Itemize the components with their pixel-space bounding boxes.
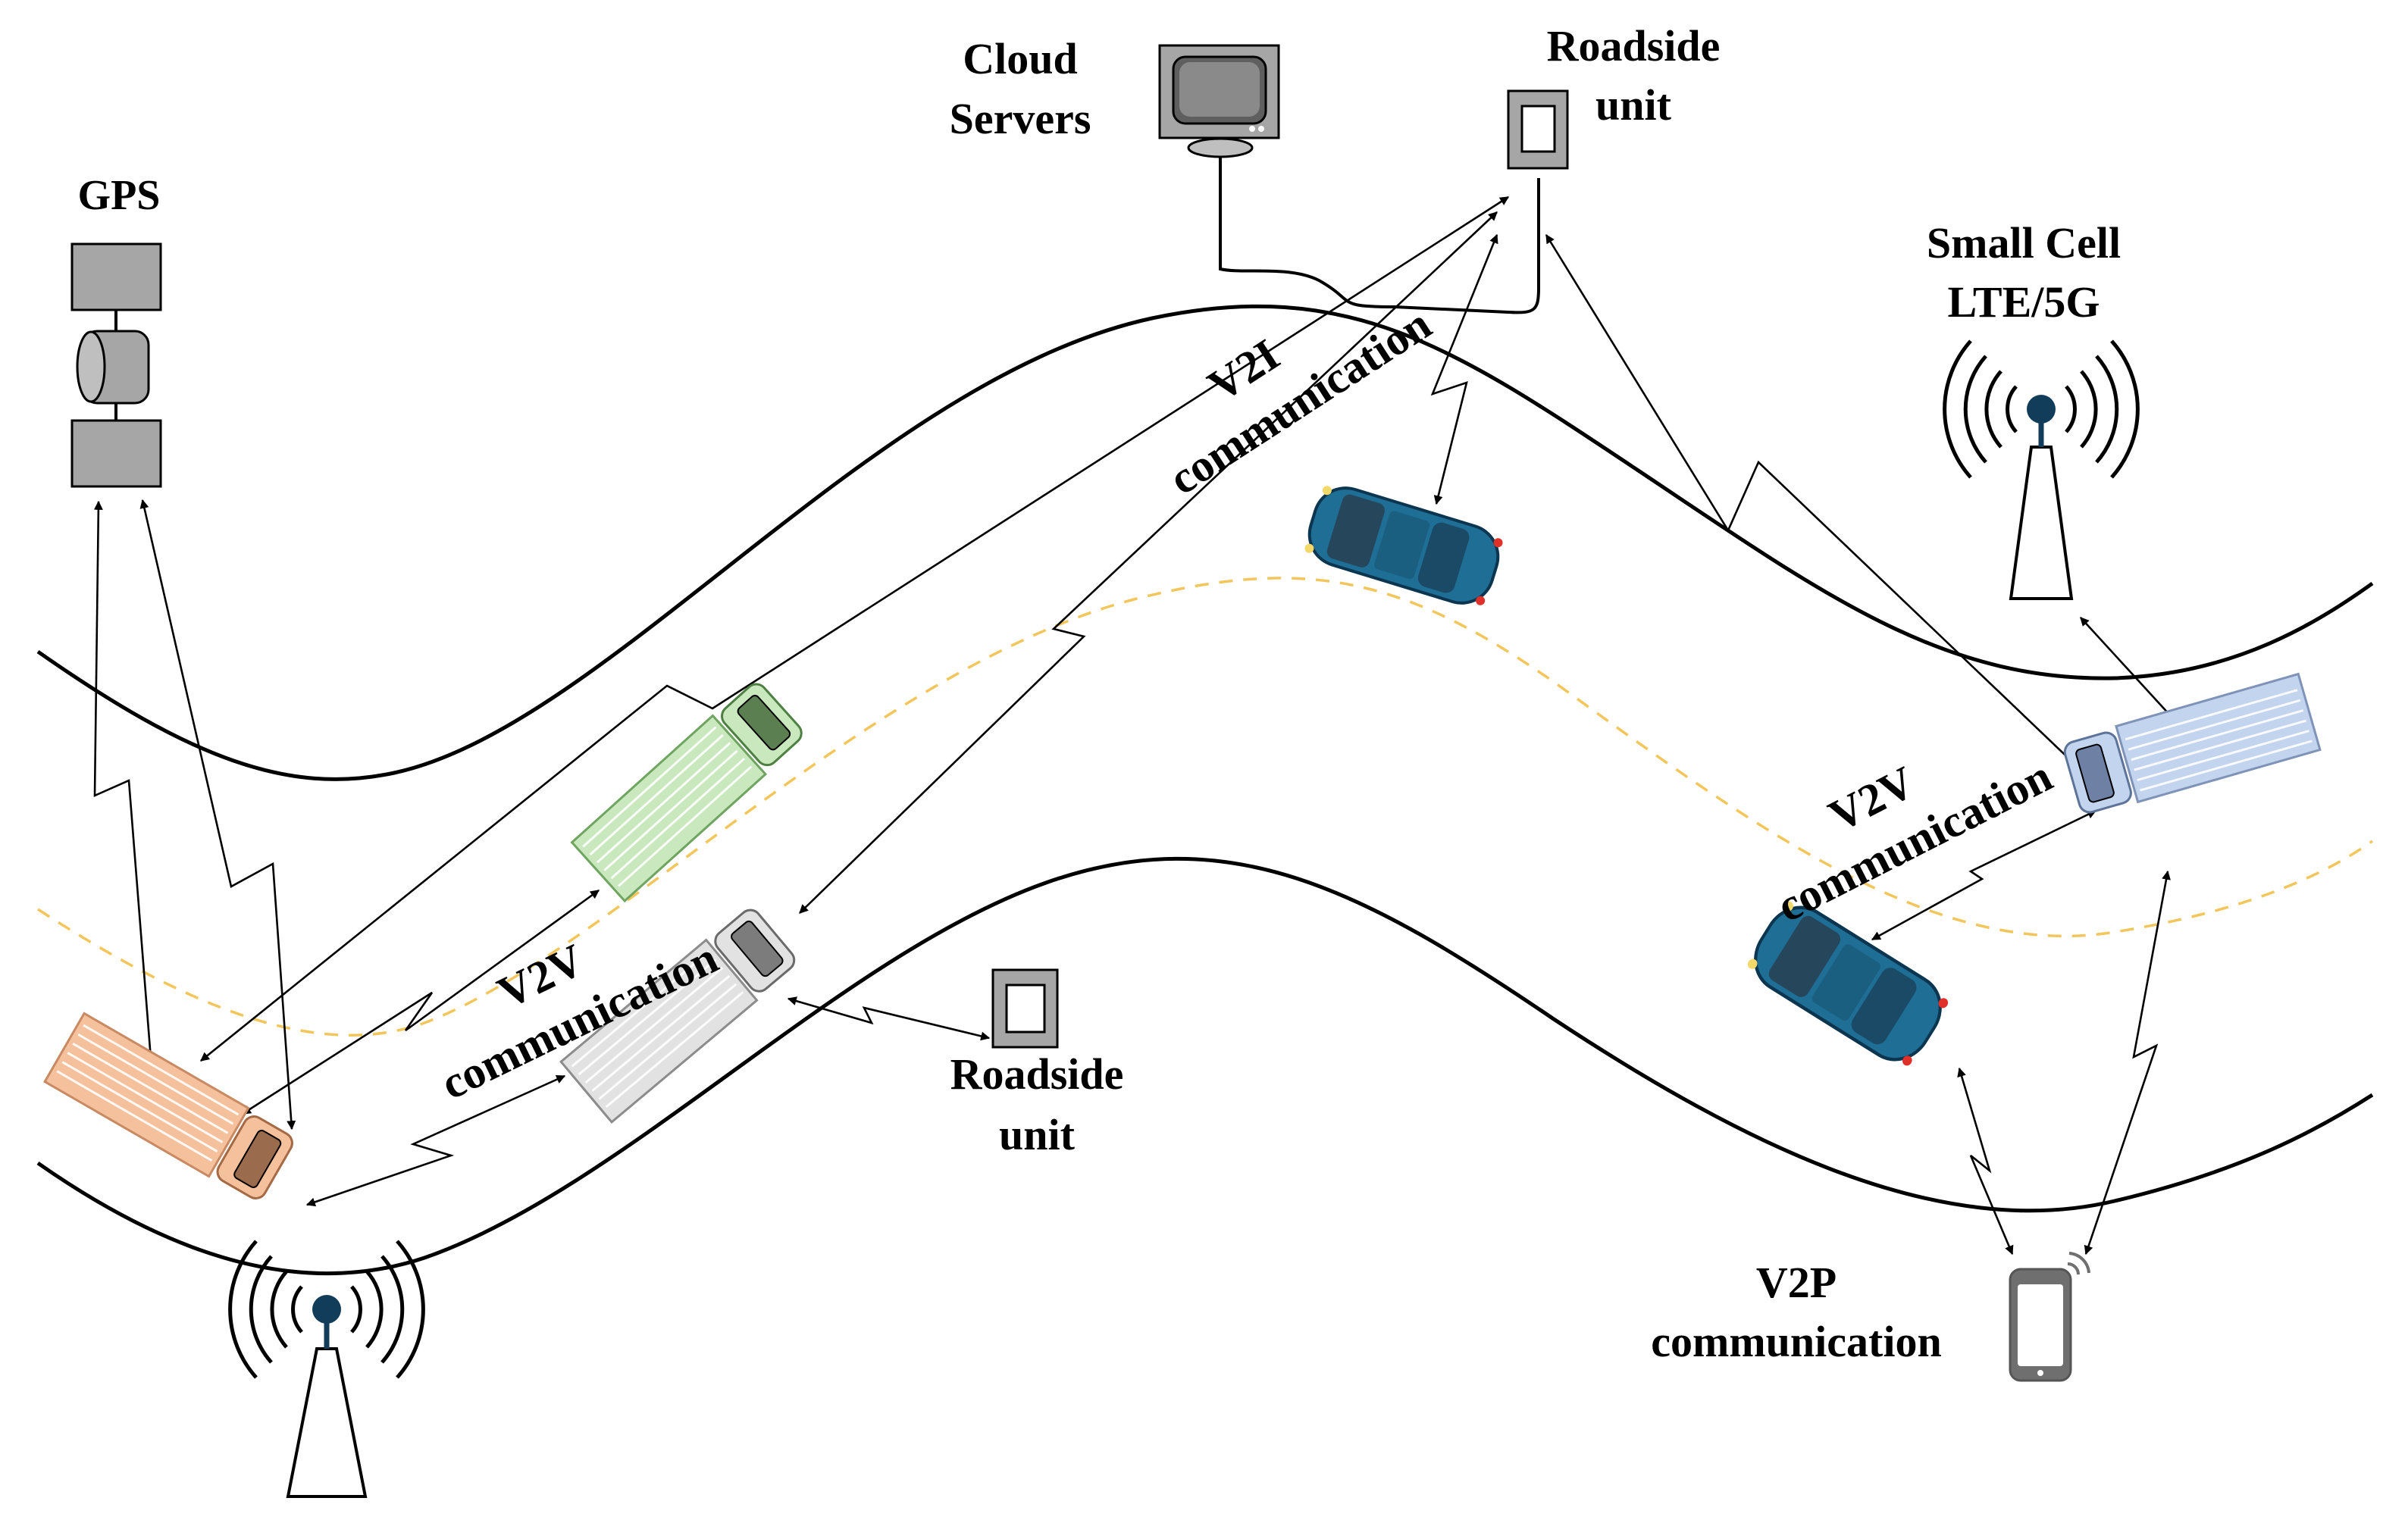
cell-tower-icon <box>1943 339 2140 600</box>
smartphone-icon <box>2009 1252 2090 1382</box>
cloud-label-line1: Cloud <box>963 34 1078 83</box>
rsu-bottom-link <box>787 996 991 1041</box>
rsu-bottom-label-line2: unit <box>999 1110 1076 1159</box>
car-icon <box>1743 895 1953 1072</box>
small-cell-label-line1: Small Cell <box>1927 218 2121 267</box>
road-lower-edge <box>36 856 2374 1276</box>
gps-label: GPS <box>78 172 161 219</box>
car-icon <box>1300 478 1508 613</box>
rsu-bottom-label-line1: Roadside <box>950 1049 1124 1099</box>
cell-tower-icon <box>228 1240 425 1498</box>
cloud-server-monitor-icon <box>1158 44 1280 158</box>
rsu-top-label-line2: unit <box>1595 80 1672 130</box>
v2i-link-white-truck-rsu <box>799 211 1498 914</box>
roadside-unit-icon <box>1507 89 1569 170</box>
v2v-link-green-orange <box>241 889 600 1115</box>
v2i-link-blue-truck-rsu <box>1545 233 2096 785</box>
truck-icon <box>570 683 803 903</box>
cloud-cable <box>1219 150 1540 314</box>
v2p-label-line2: communication <box>1651 1317 1941 1366</box>
roadside-unit-icon <box>991 968 1059 1049</box>
gps-link-2 <box>139 499 296 1131</box>
v2i-link-truck-rsu <box>200 195 1510 1062</box>
cloud-label-line2: Servers <box>950 94 1091 143</box>
rsu-top-label-line1: Roadside <box>1547 21 1721 70</box>
v2v-link-car-blue-truck <box>1871 809 2097 941</box>
gps-link-1 <box>93 500 156 1070</box>
truck-icon <box>43 1012 293 1199</box>
v2p-label-line1: V2P <box>1756 1258 1837 1307</box>
truck-icon <box>2063 672 2322 814</box>
v2i-label-line2: communication <box>1160 299 1440 504</box>
v2p-link-car-phone <box>1957 1067 2014 1256</box>
cell-link-blue-truck <box>2080 617 2180 726</box>
truck-icon <box>559 908 796 1124</box>
v2v-link-orange-white <box>305 1074 566 1207</box>
v2p-link-truck-phone <box>2084 870 2171 1256</box>
small-cell-label-line2: LTE/5G <box>1948 277 2100 327</box>
v2i-link-car-rsu <box>1430 233 1498 505</box>
gps-satellite-icon <box>70 242 162 488</box>
